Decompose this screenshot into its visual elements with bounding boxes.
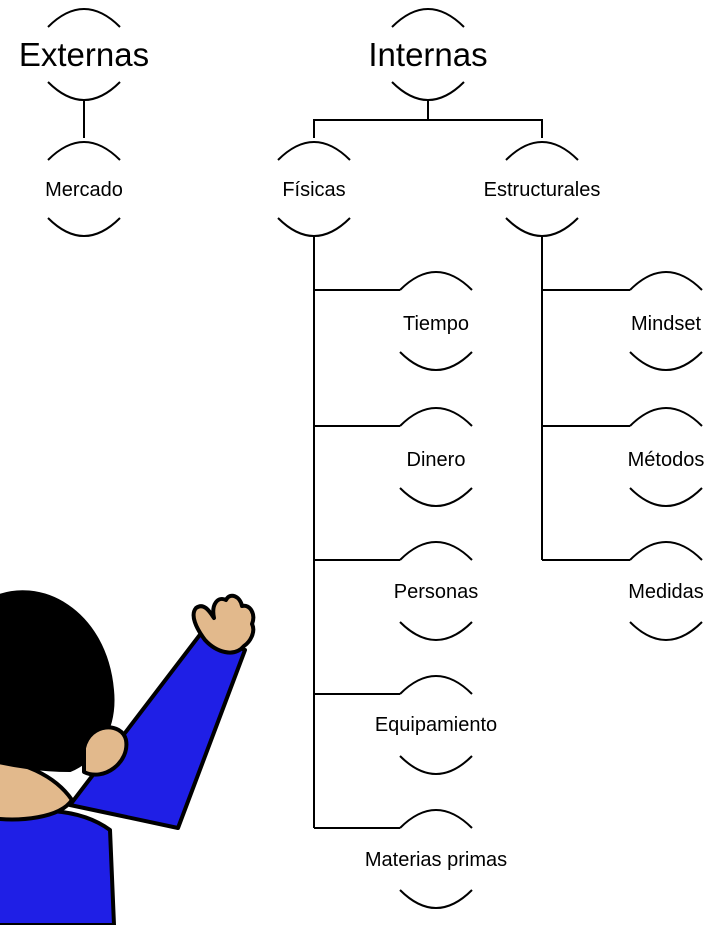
arc-medidas-top <box>629 541 703 561</box>
arc-personas-bottom <box>399 621 473 641</box>
hair <box>0 590 115 772</box>
arc-estructurales-bottom <box>505 217 579 237</box>
arc-materias-primas-bottom <box>399 889 473 909</box>
torso-shirt <box>0 808 116 925</box>
arc-tiempo-top <box>399 271 473 291</box>
node-personas: Personas <box>394 581 479 603</box>
node-equipamiento: Equipamiento <box>375 714 497 736</box>
arc-externas-top <box>47 8 121 28</box>
arc-tiempo-bottom <box>399 351 473 371</box>
node-externas: Externas <box>19 36 149 73</box>
node-mercado: Mercado <box>45 179 123 201</box>
arc-personas-top <box>399 541 473 561</box>
arc-materias-primas-top <box>399 809 473 829</box>
arc-externas-bottom <box>47 81 121 101</box>
raised-arm-sleeve <box>68 630 247 830</box>
arc-metodos-top <box>629 407 703 427</box>
arc-dinero-bottom <box>399 487 473 507</box>
ear <box>82 725 129 777</box>
node-medidas: Medidas <box>628 581 704 603</box>
node-estructurales: Estructurales <box>484 179 601 201</box>
node-labels: Externas Internas Mercado Físicas Estruc… <box>19 36 704 871</box>
arc-internas-top <box>391 8 465 28</box>
arc-equipamiento-bottom <box>399 755 473 775</box>
arc-fisicas-bottom <box>277 217 351 237</box>
node-internas: Internas <box>368 36 487 73</box>
arc-mercado-bottom <box>47 217 121 237</box>
arc-dinero-top <box>399 407 473 427</box>
person-raising-hand-icon <box>0 590 256 925</box>
node-dinero: Dinero <box>407 449 466 471</box>
node-metodos: Métodos <box>628 449 705 471</box>
connector-lines <box>83 100 630 829</box>
arc-mercado-top <box>47 141 121 161</box>
arc-metodos-bottom <box>629 487 703 507</box>
hand <box>191 593 256 655</box>
arc-estructurales-top <box>505 141 579 161</box>
connector-internas-branch <box>313 119 543 138</box>
arc-equipamiento-top <box>399 675 473 695</box>
node-fisicas: Físicas <box>282 179 345 201</box>
node-arcs <box>47 8 703 909</box>
arc-mindset-top <box>629 271 703 291</box>
node-tiempo: Tiempo <box>403 313 469 335</box>
arc-medidas-bottom <box>629 621 703 641</box>
arc-internas-bottom <box>391 81 465 101</box>
node-materias-primas: Materias primas <box>365 849 507 871</box>
node-mindset: Mindset <box>631 313 701 335</box>
arc-mindset-bottom <box>629 351 703 371</box>
arc-fisicas-top <box>277 141 351 161</box>
